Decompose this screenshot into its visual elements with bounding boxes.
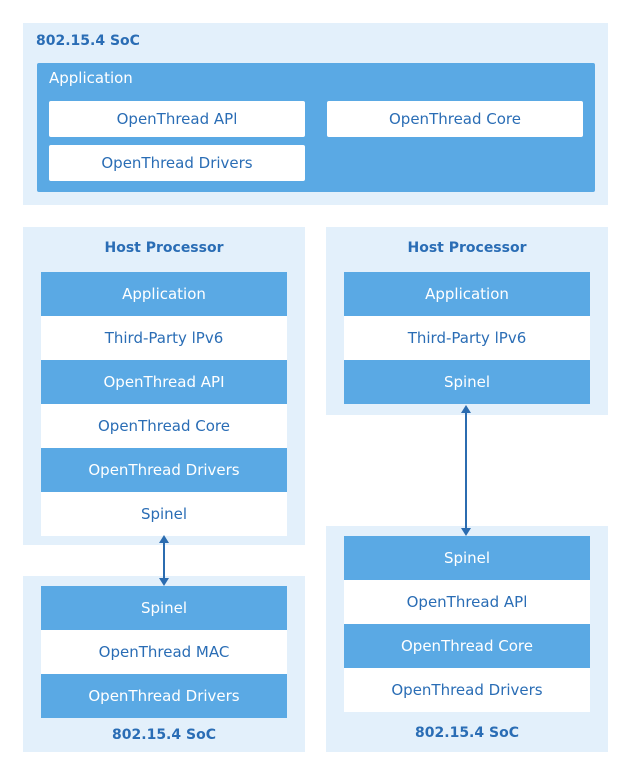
left-soc-layer-openthread-mac: OpenThread MAC xyxy=(41,630,287,674)
right-host-layer-spinel: Spinel xyxy=(344,360,590,404)
right-host-title: Host Processor xyxy=(407,240,527,256)
left-host-layer-third-party-ipv6: Third-Party lPv6 xyxy=(41,316,287,360)
left-host-panel: Host Processor Application Third-Party l… xyxy=(23,227,305,545)
right-soc-layer-openthread-core: OpenThread Core xyxy=(344,624,590,668)
top-application-label: Application xyxy=(49,69,133,87)
left-host-layer-openthread-api: OpenThread API xyxy=(41,360,287,404)
right-host-layer-application: Application xyxy=(344,272,590,316)
left-host-layer-openthread-drivers: OpenThread Drivers xyxy=(41,448,287,492)
right-soc-title: 802.15.4 SoC xyxy=(415,725,519,741)
top-soc-title: 802.15.4 SoC xyxy=(36,33,140,49)
right-host-layer-third-party-ipv6: Third-Party lPv6 xyxy=(344,316,590,360)
left-host-layer-openthread-core: OpenThread Core xyxy=(41,404,287,448)
right-soc-layer-spinel: Spinel xyxy=(344,536,590,580)
left-soc-layer-openthread-drivers: OpenThread Drivers xyxy=(41,674,287,718)
right-soc-layer-openthread-drivers: OpenThread Drivers xyxy=(344,668,590,712)
left-host-layer-spinel: Spinel xyxy=(41,492,287,536)
left-host-layer-application: Application xyxy=(41,272,287,316)
right-soc-layer-openthread-api: OpenThread APl xyxy=(344,580,590,624)
left-soc-layer-spinel: Spinel xyxy=(41,586,287,630)
top-soc-panel: 802.15.4 SoC Application OpenThread APl … xyxy=(23,23,608,205)
top-openthread-drivers-box: OpenThread Drivers xyxy=(49,145,305,181)
right-soc-panel: Spinel OpenThread APl OpenThread Core Op… xyxy=(326,526,608,752)
top-openthread-api-box: OpenThread APl xyxy=(49,101,305,137)
top-openthread-core-box: OpenThread Core xyxy=(327,101,583,137)
left-host-title: Host Processor xyxy=(104,240,224,256)
top-application-block: Application OpenThread APl OpenThread Co… xyxy=(37,63,595,192)
right-host-panel: Host Processor Application Third-Party l… xyxy=(326,227,608,415)
left-soc-panel: Spinel OpenThread MAC OpenThread Drivers… xyxy=(23,576,305,752)
left-soc-title: 802.15.4 SoC xyxy=(112,727,216,743)
